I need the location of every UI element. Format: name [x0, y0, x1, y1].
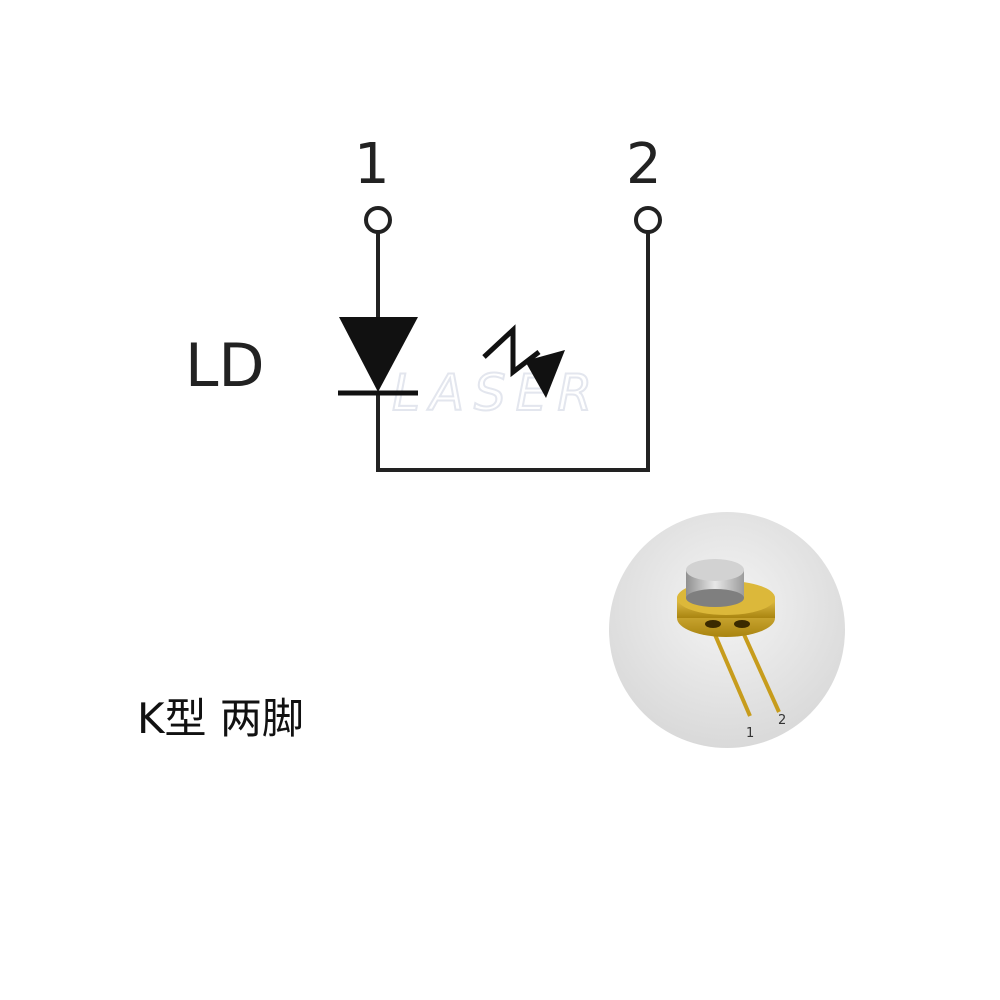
component-label: LD [185, 331, 265, 401]
watermark-text: LASER [392, 364, 602, 422]
pin-1-terminal [364, 206, 392, 234]
diode-triangle [339, 317, 418, 392]
lead-2-label: 2 [778, 713, 786, 728]
lead-1-label: 1 [746, 726, 754, 741]
circuit-wire [376, 232, 650, 472]
pin-1-label: 1 [354, 132, 390, 197]
light-emission-arrow-icon [482, 324, 565, 398]
pin-2-label: 2 [626, 132, 662, 197]
pin-2-terminal [634, 206, 662, 234]
laser-diode-photo: 1 2 [609, 512, 845, 748]
caption: K型 两脚 [137, 694, 304, 743]
